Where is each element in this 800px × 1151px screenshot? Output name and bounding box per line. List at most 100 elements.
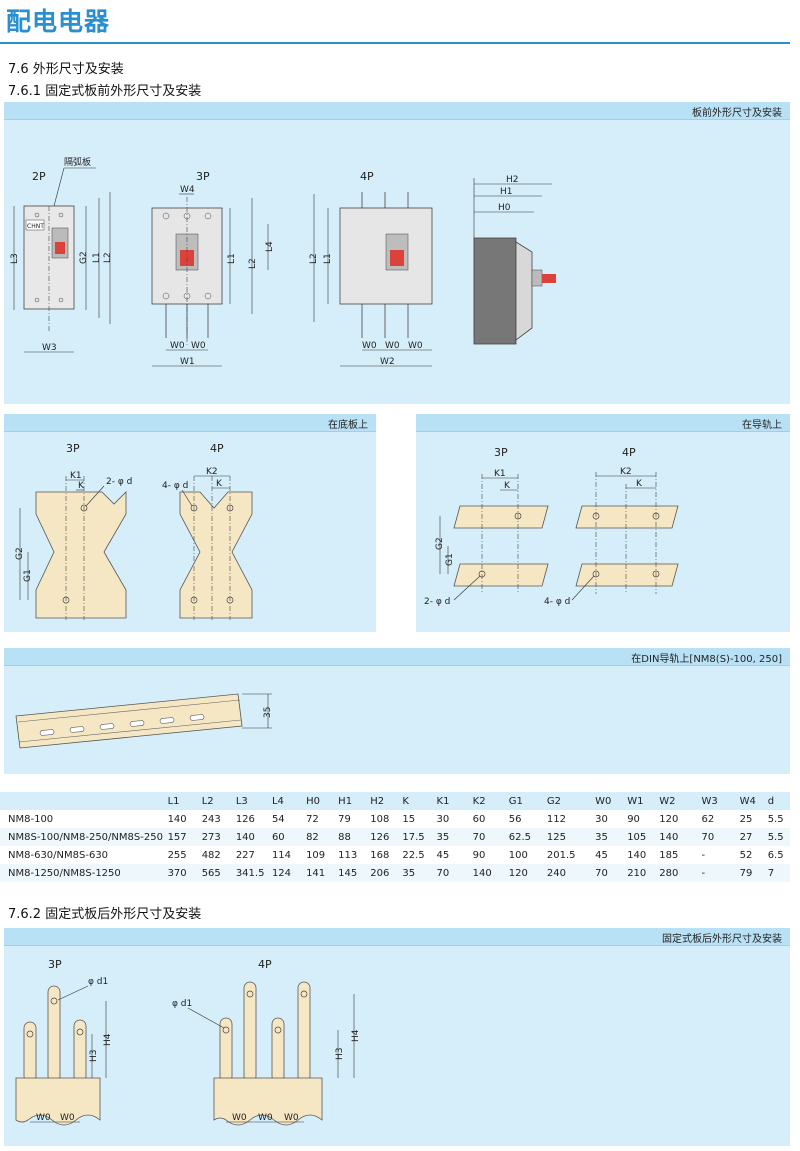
dim-W0-4p-b: W0 <box>385 341 400 351</box>
table-cell: 341.5 <box>235 867 265 879</box>
table-cell: 62.5 <box>508 831 532 843</box>
dim-H2: H2 <box>506 175 519 185</box>
dim-W4: W4 <box>180 185 195 195</box>
table-cell: 280 <box>659 867 679 879</box>
table-cell: - <box>701 849 706 861</box>
table-cell: 112 <box>546 813 566 825</box>
table-cell: 54 <box>271 813 285 825</box>
din-rail <box>15 693 243 749</box>
panel-header-label: 在DIN导轨上[NM8(S)-100, 250] <box>631 654 782 665</box>
dim-L2-2p: L2 <box>103 252 113 263</box>
dim-G2-rail: G2 <box>435 537 445 550</box>
panel-header-label: 固定式板后外形尺寸及安装 <box>662 934 782 945</box>
table-cell: 482 <box>201 849 221 861</box>
panel-header: 板前外形尺寸及安装 <box>4 102 790 120</box>
base-plate-panel: 在底板上 3P 4P K1 K 2- φ d G2 G1 K2 K 4- φ d <box>4 414 376 632</box>
dim-L4-3p: L4 <box>265 241 275 252</box>
table-cell: 5.5 <box>767 813 784 825</box>
table-cell: 108 <box>370 813 390 825</box>
dim-W0-rear-4p-c: W0 <box>284 1113 299 1123</box>
spec-table: L1 L2 L3 L4 H0 H1 H2 K K1 K2 G1 G2 W0 W1… <box>0 792 790 882</box>
dim-W0-rear-4p-a: W0 <box>232 1113 247 1123</box>
header-cell: L2 <box>201 795 214 807</box>
header-cell: H0 <box>306 795 320 807</box>
panel-header-label: 板前外形尺寸及安装 <box>692 108 782 119</box>
rail-panel: 在导轨上 3P 4P K1 K G2 G1 2- φ d K2 K <box>416 414 790 632</box>
dim-W0-rear-3p-a: W0 <box>36 1113 51 1123</box>
section-7-6-1: 7.6.1 固定式板前外形尺寸及安装 <box>8 84 202 99</box>
table-cell: 62 <box>701 813 715 825</box>
dim-W0-3p-b: W0 <box>191 341 206 351</box>
dim-L2-4p: L2 <box>309 253 319 264</box>
table-cell: 17.5 <box>402 831 425 843</box>
rail-3p-top <box>453 505 549 529</box>
table-cell: 30 <box>436 813 450 825</box>
panel-header: 在底板上 <box>4 414 376 432</box>
table-cell: 120 <box>659 813 679 825</box>
dim-G1-rail: G1 <box>445 553 455 566</box>
table-cell: NM8-630/NM8S-630 <box>8 849 109 861</box>
title-rule <box>0 42 790 44</box>
table-cell: 45 <box>595 849 608 861</box>
dim-G2-2p: G2 <box>79 251 89 264</box>
header-cell: G1 <box>508 795 523 807</box>
rear-mount-panel: 固定式板后外形尺寸及安装 3P 4P W0 W0 H4 H3 φ d1 W0 W… <box>4 928 790 1146</box>
page-title: 配电电器 <box>6 7 111 36</box>
table-cell: 70 <box>436 867 450 879</box>
table-cell: 157 <box>167 831 187 843</box>
panel-header-label: 在底板上 <box>328 420 368 431</box>
header-cell: K2 <box>472 795 486 807</box>
table-cell: 27 <box>739 831 753 843</box>
plate-4p <box>179 491 253 619</box>
table-cell: 100 <box>508 849 528 861</box>
din-rail-drawing: 35 <box>15 693 273 749</box>
label-3p-rear: 3P <box>48 958 62 971</box>
arc-plate-label: 隔弧板 <box>64 156 91 168</box>
terminal-3p-1 <box>47 985 61 1083</box>
front-mount-panel: 板前外形尺寸及安装 2P 隔弧板 CHNT L3 G2 L1 L2 W3 3P … <box>4 102 790 404</box>
table-cell: 90 <box>627 813 640 825</box>
table-cell: 70 <box>472 831 486 843</box>
hole-label-rail-3p: 2- φ d <box>424 597 450 607</box>
phi-d1-label-3p: φ d1 <box>88 977 108 987</box>
header-cell: H1 <box>338 795 353 807</box>
table-cell: 35 <box>402 867 416 879</box>
base-block-4p <box>213 1077 323 1126</box>
rail-drawing: 3P 4P K1 K G2 G1 2- φ d K2 K 4- φ d <box>424 446 679 607</box>
dim-K-rail-3p: K <box>504 481 511 491</box>
table-cell: 70 <box>595 867 608 879</box>
dim-W0-3p-a: W0 <box>170 341 185 351</box>
din-height-label: 35 <box>263 707 273 718</box>
dim-W0-rear-4p-b: W0 <box>258 1113 273 1123</box>
table-cell: 5.5 <box>767 831 784 843</box>
header-cell: W4 <box>739 795 756 807</box>
table-cell: 113 <box>338 849 358 861</box>
section-7-6-2: 7.6.2 固定式板后外形尺寸及安装 <box>8 907 202 922</box>
section-7-6: 7.6 外形尺寸及安装 <box>8 62 124 77</box>
rear-mount-drawing: 3P 4P W0 W0 H4 H3 φ d1 W0 W0 W0 H4 <box>15 958 361 1126</box>
terminal-4p-3 <box>219 1017 233 1083</box>
table-cell: 370 <box>167 867 187 879</box>
table-cell: NM8S-100/NM8-250/NM8S-250 <box>8 831 163 843</box>
header-cell: L1 <box>167 795 180 807</box>
table-row: NM8-1250/NM8S-1250 370 565 341.5 124 141… <box>0 864 790 882</box>
side-body <box>473 237 517 345</box>
table-cell: 88 <box>338 831 351 843</box>
header-cell: L3 <box>235 795 248 807</box>
label-4p: 4P <box>360 170 374 183</box>
table-cell: 168 <box>370 849 390 861</box>
base-plate-drawing: 3P 4P K1 K 2- φ d G2 G1 K2 K 4- φ d <box>15 442 253 620</box>
table-cell: 90 <box>472 849 486 861</box>
table-cell: 141 <box>306 867 326 879</box>
header-cell: W1 <box>627 795 644 807</box>
table-cell: 72 <box>306 813 319 825</box>
table-cell: 22.5 <box>402 849 425 861</box>
table-cell: 227 <box>235 849 255 861</box>
table-cell: 140 <box>659 831 679 843</box>
handle-2p-red <box>55 242 65 254</box>
brand-logo-text: CHNT <box>27 223 44 230</box>
table-cell: 125 <box>546 831 566 843</box>
table-cell: 565 <box>201 867 221 879</box>
table-cell: 126 <box>370 831 390 843</box>
table-cell: 206 <box>370 867 390 879</box>
